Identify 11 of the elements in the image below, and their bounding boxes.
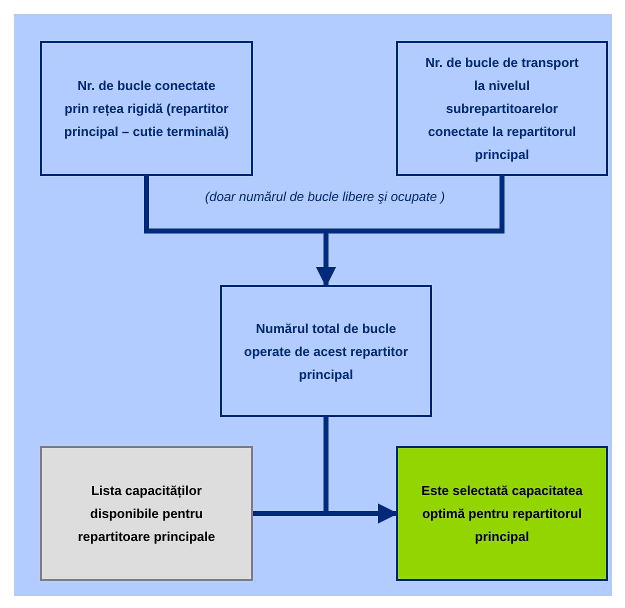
box-text: Nr. de bucle conectate prin rețea rigidă (repartitor principal – cutie terminală) [64,77,229,141]
annotation-text: (doar numărul de bucle libere şi ocupate ) [204,188,446,206]
box-text: Nr. de bucle de transport la nivelul subrepartitoarelor conectate la repartitorul principal [424,54,580,164]
process-box [396,446,608,581]
process-box [396,41,608,176]
process-box [40,446,253,581]
box-text: Numărul total de bucle operate de acest repartitor principal [244,320,408,384]
process-box [220,285,432,417]
box-text: Este selectată capacitatea optimă pentru repartitorul principal [420,482,584,546]
box-text: Lista capacităților disponibile pentru repartitoare principale [76,482,216,546]
process-box [40,41,253,176]
